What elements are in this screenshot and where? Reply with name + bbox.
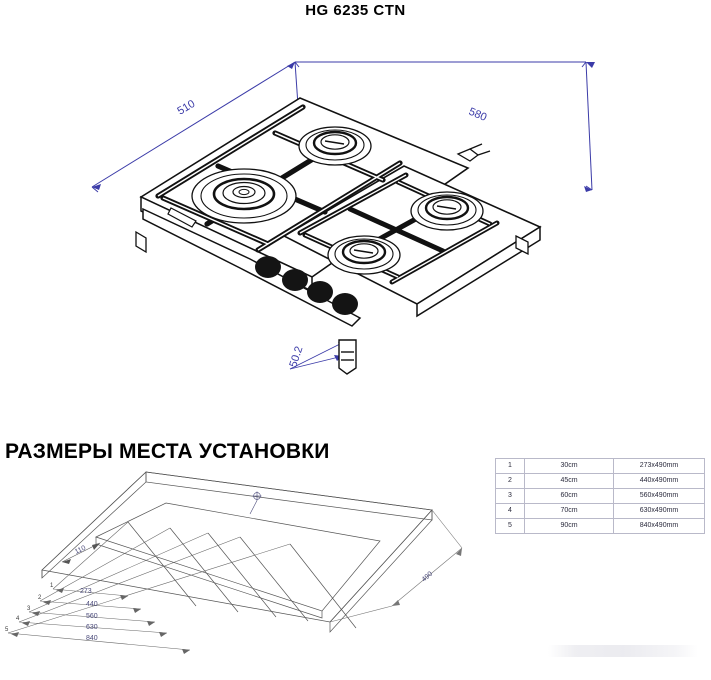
table-cell-index: 3 <box>495 488 525 504</box>
burner-rear-right <box>297 125 373 167</box>
centerline-mark <box>249 491 262 515</box>
burner-front-right <box>409 190 485 232</box>
table-row: 2 45cm 440x490mm <box>495 473 705 489</box>
table-row: 4 70cm 630x490mm <box>495 503 705 519</box>
watermark <box>548 645 698 657</box>
cutout-index-1: 1 <box>50 583 54 589</box>
cutout-width-4: 630 <box>86 624 98 631</box>
cutout-guide-5 <box>289 543 357 629</box>
cutout-guide-3 <box>207 532 277 618</box>
cutout-width-1: 273 <box>80 588 92 595</box>
control-knob-2[interactable] <box>282 269 308 291</box>
table-cell-size: 90cm <box>524 518 614 534</box>
table-cell-index: 4 <box>495 503 525 519</box>
cutout-index-5: 5 <box>5 627 9 633</box>
table-cell-index: 5 <box>495 518 525 534</box>
cutout-guide-2 <box>169 527 239 613</box>
cutout-guide-1 <box>127 521 197 607</box>
control-knob-3[interactable] <box>307 281 333 303</box>
install-depth-label: 110 <box>74 545 87 556</box>
table-cell-size: 30cm <box>524 458 614 474</box>
control-knobs <box>255 256 358 315</box>
hob-clip-left <box>167 207 197 228</box>
mounting-bracket-left <box>135 230 147 254</box>
dimension-frame <box>91 61 593 193</box>
dimension-chain <box>7 521 291 651</box>
control-knob-4[interactable] <box>332 293 358 315</box>
table-cell-cutout: 630x490mm <box>613 503 705 519</box>
cutout-guide-4 <box>239 536 309 622</box>
dimension-490-arrows <box>392 548 462 606</box>
hob-technical-drawing: 510 580 50.2 <box>91 61 595 375</box>
table-cell-cutout: 840x490mm <box>613 518 705 534</box>
dimension-label-50-2: 50.2 <box>287 345 305 369</box>
cutout-index-4: 4 <box>16 616 20 622</box>
dimension-arrowheads <box>92 62 595 192</box>
installation-cutout-drawing: 110 490 1 2 3 4 5 273 <box>5 471 463 654</box>
page-title: HG 6235 CTN <box>305 2 406 19</box>
burner-rear-left <box>190 167 298 225</box>
table-cell-size: 45cm <box>524 473 614 489</box>
gas-inlet-pipe <box>456 143 491 162</box>
worktop-back-wall <box>145 471 433 521</box>
dimension-chain-arrows <box>11 588 190 654</box>
dimension-label-580: 580 <box>467 106 489 124</box>
section-heading: РАЗМЕРЫ МЕСТА УСТАНОВКИ <box>5 440 330 463</box>
table-cell-index: 1 <box>495 458 525 474</box>
dimension-490 <box>329 509 463 623</box>
table-cell-size: 60cm <box>524 488 614 504</box>
table-row: 1 30cm 273x490mm <box>495 458 705 474</box>
table-cell-cutout: 440x490mm <box>613 473 705 489</box>
mounting-bracket-right <box>515 234 529 256</box>
worktop-top-face <box>41 471 433 623</box>
hob-control-rail <box>142 207 362 327</box>
cutout-index-2: 2 <box>38 595 42 601</box>
worktop-right-wall <box>329 509 433 633</box>
hob-right-panel-edge <box>416 225 541 318</box>
table-cell-index: 2 <box>495 473 525 489</box>
table-cell-cutout: 273x490mm <box>613 458 705 474</box>
table-row: 5 90cm 840x490mm <box>495 518 705 534</box>
control-knob-1[interactable] <box>255 256 281 278</box>
cutout-index-3: 3 <box>27 606 31 612</box>
table-cell-cutout: 560x490mm <box>613 488 705 504</box>
dimension-110-arrows <box>62 543 100 564</box>
hob-foot-front <box>338 339 357 375</box>
cutout-width-2: 440 <box>86 601 98 608</box>
cutout-width-3: 560 <box>86 613 98 620</box>
cutout-rect <box>95 502 381 612</box>
installation-sizes-table: 1 30cm 273x490mm 2 45cm 440x490mm 3 60cm… <box>495 458 705 534</box>
table-body: 1 30cm 273x490mm 2 45cm 440x490mm 3 60cm… <box>495 458 705 534</box>
table-row: 3 60cm 560x490mm <box>495 488 705 504</box>
table-cell-size: 70cm <box>524 503 614 519</box>
cutout-width-5: 840 <box>86 635 98 642</box>
burner-front-center <box>326 234 402 276</box>
dimension-label-510: 510 <box>175 98 197 118</box>
